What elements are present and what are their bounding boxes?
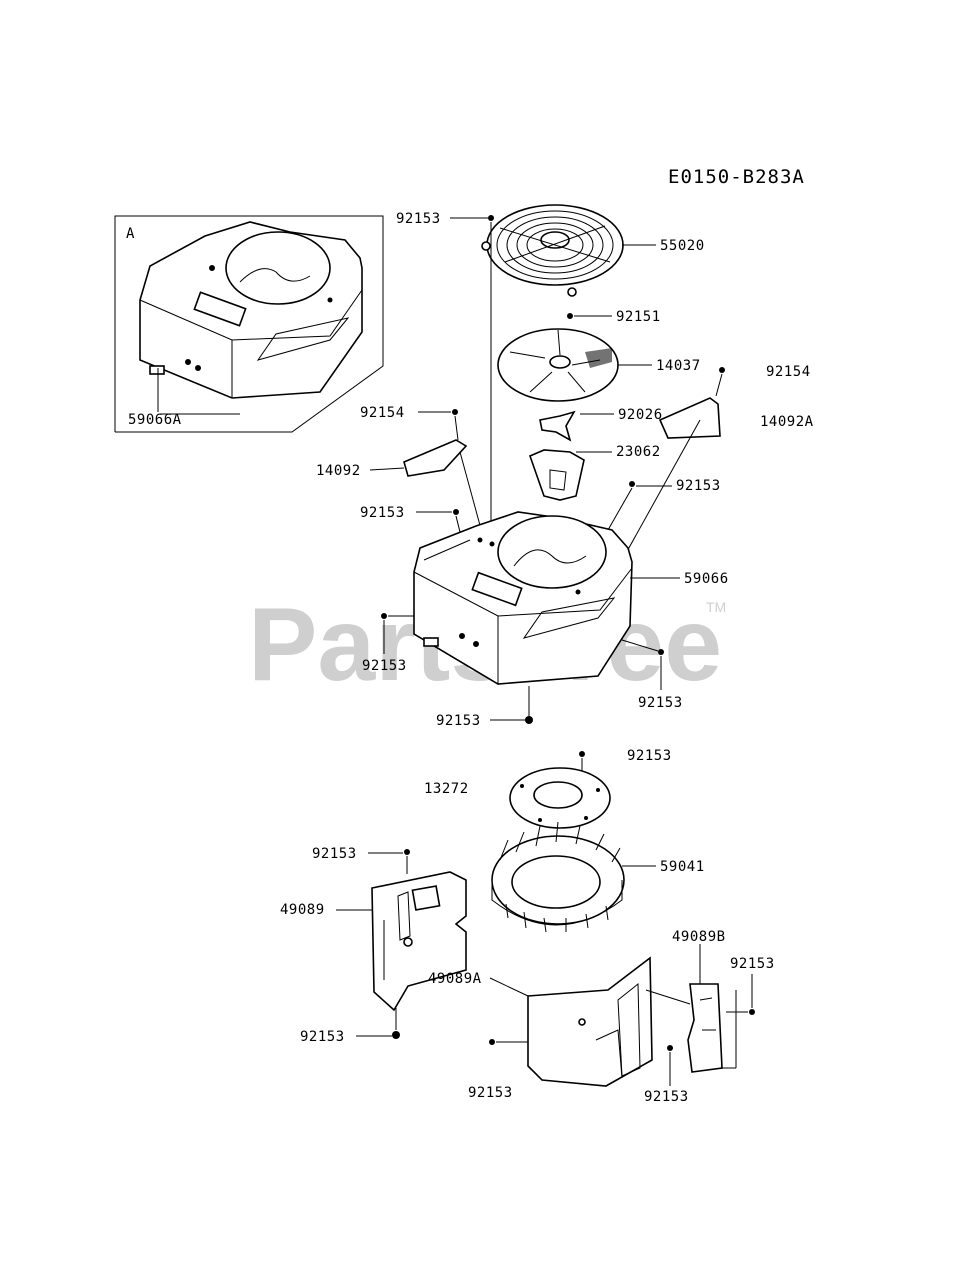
- label-14092: 14092: [316, 463, 361, 479]
- diagram-code: E0150-B283A: [668, 166, 805, 188]
- flywheel-59041-drawing: [491, 821, 625, 933]
- cover-49089B-drawing: [687, 983, 723, 1073]
- cover-49089-drawing: [371, 871, 467, 1012]
- label-92153-k: 92153: [644, 1089, 689, 1105]
- label-92153-c: 92153: [362, 658, 407, 674]
- label-92153-j: 92153: [730, 956, 775, 972]
- label-92154-left: 92154: [360, 405, 405, 421]
- plate-13272-drawing: [509, 767, 611, 829]
- label-14092A: 14092A: [760, 414, 814, 430]
- fan-14037-drawing: [497, 328, 619, 402]
- label-92153-b: 92153: [360, 505, 405, 521]
- bracket-23062-drawing: [528, 449, 585, 501]
- label-55020: 55020: [660, 238, 705, 254]
- label-92154-right: 92154: [766, 364, 811, 380]
- label-92153-g: 92153: [312, 846, 357, 862]
- label-59066A: 59066A: [128, 412, 182, 428]
- label-92153-a: 92153: [676, 478, 721, 494]
- inset-a: A 59066A: [114, 215, 384, 433]
- label-49089: 49089: [280, 902, 325, 918]
- label-92026: 92026: [618, 407, 663, 423]
- label-92153-top: 92153: [396, 211, 441, 227]
- shroud-59066-drawing: [413, 511, 633, 685]
- spacer-92026-drawing: [539, 410, 576, 442]
- label-92151: 92151: [616, 309, 661, 325]
- label-23062: 23062: [616, 444, 661, 460]
- screen-55020-drawing: [481, 204, 624, 297]
- cover-49089A-drawing: [527, 956, 653, 1087]
- label-92153-i: 92153: [468, 1085, 513, 1101]
- label-59041: 59041: [660, 859, 705, 875]
- label-92153-f: 92153: [627, 748, 672, 764]
- baffle-14092A-drawing: [658, 397, 721, 439]
- label-92153-h: 92153: [300, 1029, 345, 1045]
- label-49089A: 49089A: [428, 971, 482, 987]
- label-92153-e: 92153: [436, 713, 481, 729]
- watermark-trademark: TM: [706, 599, 726, 615]
- label-49089B: 49089B: [672, 929, 726, 945]
- baffle-14092-drawing: [403, 439, 468, 477]
- shroud-59066A-drawing: [139, 221, 363, 399]
- label-59066: 59066: [684, 571, 729, 587]
- label-13272: 13272: [424, 781, 469, 797]
- label-92153-d: 92153: [638, 695, 683, 711]
- inset-letter: A: [126, 226, 135, 242]
- label-14037: 14037: [656, 358, 701, 374]
